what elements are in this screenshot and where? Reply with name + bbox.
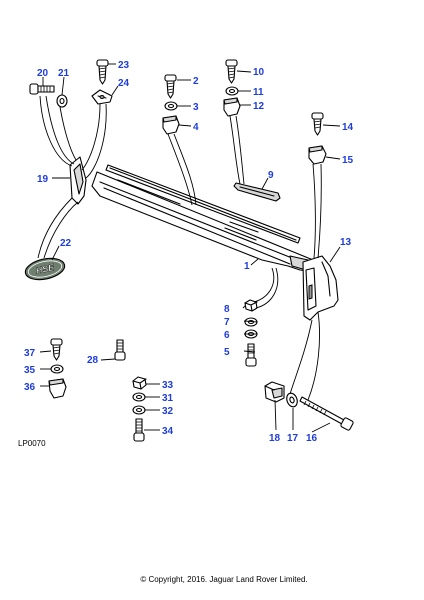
callout-10: 10 [253, 67, 265, 78]
long-bolt-16 [299, 396, 354, 431]
grommet-12 [223, 97, 241, 117]
upper-trim-strip [105, 164, 301, 244]
nut-33 [132, 376, 147, 390]
callout-34: 34 [162, 426, 174, 437]
screw-10 [225, 59, 238, 84]
callout-1: 1 [244, 261, 250, 272]
callout-18: 18 [269, 433, 281, 444]
callout-32: 32 [162, 406, 174, 417]
washer-11 [225, 86, 239, 96]
grommet-15 [308, 145, 327, 165]
assembly-lines [37, 95, 322, 401]
callout-23: 23 [118, 60, 130, 71]
grommet-36 [48, 378, 67, 399]
callout-7: 7 [224, 317, 230, 328]
callout-19: 19 [37, 174, 49, 185]
callout-3: 3 [193, 102, 199, 113]
trim-piece-9 [233, 182, 281, 202]
sill-rail [91, 171, 319, 273]
callout-33: 33 [162, 380, 174, 391]
bolt-28 [114, 339, 126, 361]
callout-labels: 1 2 3 4 5 6 7 8 9 10 11 12 13 14 15 16 1… [24, 60, 354, 444]
screw-37 [50, 338, 63, 361]
callout-17: 17 [287, 433, 299, 444]
callout-13: 13 [340, 237, 352, 248]
washer-3 [164, 101, 178, 111]
callout-5: 5 [224, 347, 230, 358]
callout-leaders [39, 63, 341, 433]
callout-37: 37 [24, 348, 36, 359]
lock-washer-31 [132, 392, 146, 402]
callout-16: 16 [306, 433, 318, 444]
callout-14: 14 [342, 122, 354, 133]
bolt-5 [245, 343, 257, 367]
callout-2: 2 [193, 76, 199, 87]
callout-28: 28 [87, 355, 99, 366]
bolt-20 [29, 83, 55, 95]
callout-24: 24 [118, 78, 130, 89]
washer-17 [286, 392, 298, 408]
callout-4: 4 [193, 122, 199, 133]
callout-12: 12 [253, 101, 265, 112]
callout-22: 22 [60, 238, 72, 249]
callout-35: 35 [24, 365, 36, 376]
clip-nut-24 [91, 89, 113, 105]
end-cap-19 [69, 156, 87, 205]
callout-9: 9 [268, 170, 274, 181]
grommet-4 [162, 115, 180, 135]
screw-2 [164, 74, 177, 99]
clip-18 [264, 381, 285, 403]
bolt-34 [133, 418, 145, 442]
end-bracket-13 [302, 255, 339, 321]
callout-8: 8 [224, 304, 230, 315]
copyright-notice: © Copyright, 2016. Jaguar Land Rover Lim… [140, 575, 307, 584]
screw-23 [96, 59, 109, 85]
washer-32 [132, 405, 146, 415]
callout-31: 31 [162, 393, 174, 404]
callout-11: 11 [253, 87, 264, 98]
washer-21 [56, 94, 68, 108]
badge-label: HSE [35, 262, 56, 276]
callout-36: 36 [24, 382, 36, 393]
screw-14 [311, 112, 324, 136]
callout-20: 20 [37, 68, 49, 79]
washer-35 [50, 364, 64, 374]
callout-6: 6 [224, 330, 230, 341]
hse-badge-22: HSE [24, 257, 66, 281]
diagram-reference-code: LP0070 [18, 439, 46, 448]
callout-21: 21 [58, 68, 70, 79]
callout-15: 15 [342, 155, 354, 166]
